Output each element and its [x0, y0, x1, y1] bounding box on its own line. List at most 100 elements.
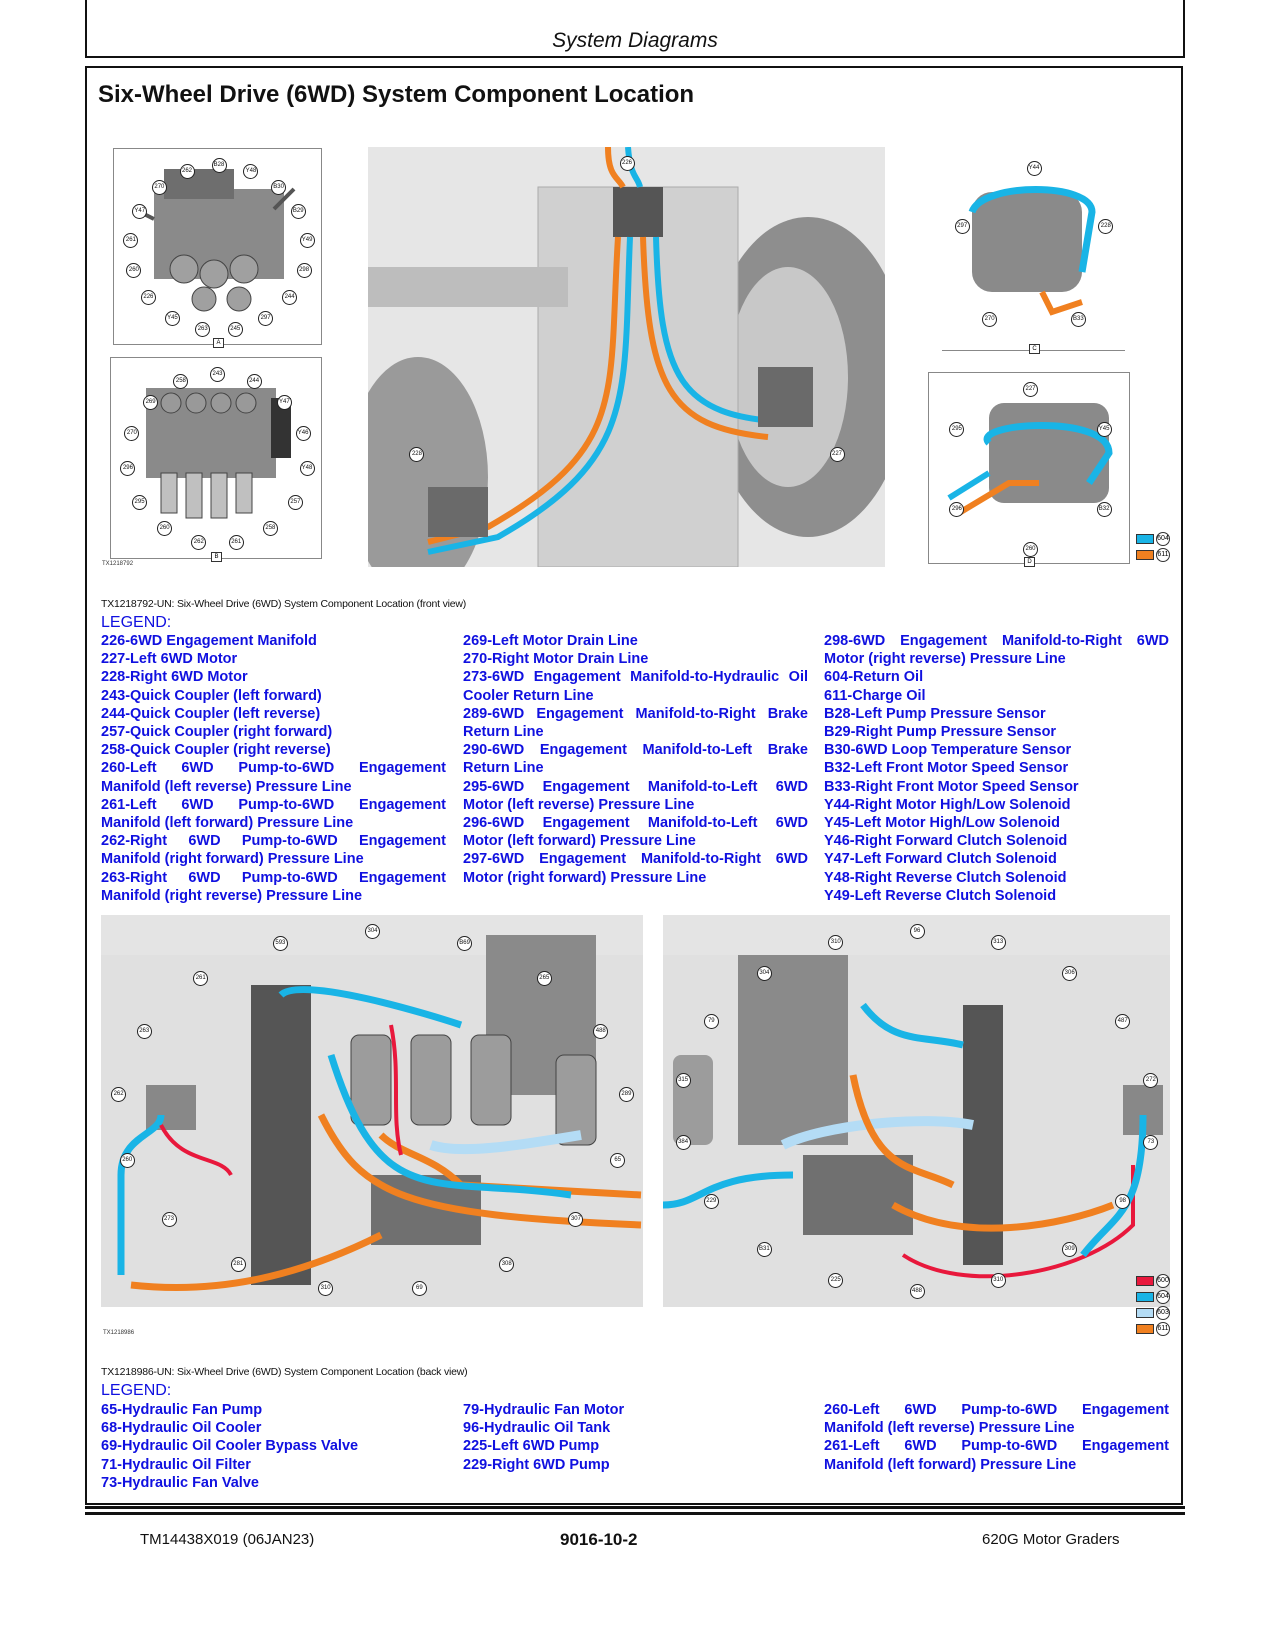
figure-id: TX1218792: [102, 561, 134, 567]
swatch-code: 611: [1156, 548, 1170, 562]
legend-column-3: 260-Left 6WD Pump-to-6WD Engagement Mani…: [824, 1401, 1169, 1474]
legend-item: 71-Hydraulic Oil Filter: [101, 1456, 251, 1473]
figure-label-a: A: [213, 338, 224, 348]
figure-label-c: C: [1029, 344, 1040, 354]
section-title: System Diagrams: [552, 29, 718, 52]
callout-label: 295: [132, 494, 148, 510]
callout-label: 306: [1062, 966, 1078, 982]
callout-label: 262: [111, 1087, 127, 1103]
callout-label: 258: [262, 520, 278, 536]
swatch-code: 600: [1156, 1274, 1170, 1288]
callout-label: 310: [990, 1273, 1006, 1289]
callout-label: 270: [151, 179, 167, 195]
legend-item: 243-Quick Coupler (left forward): [101, 687, 322, 704]
page-title: Six-Wheel Drive (6WD) System Component L…: [98, 81, 695, 108]
legend-item: B32-Left Front Motor Speed Sensor: [824, 760, 1069, 777]
callout-label: 263: [195, 321, 211, 337]
callout-label: 260: [126, 263, 142, 279]
product-name: 620G Motor Graders: [982, 1531, 1120, 1548]
color-swatch: [1136, 550, 1154, 560]
callout-label: 98: [1115, 1194, 1131, 1209]
callout-label: 265: [536, 970, 552, 986]
legend-item: Y45-Left Motor High/Low Solenoid: [824, 815, 1061, 832]
callout-label: 263: [136, 1023, 152, 1039]
callout-label: 228: [1098, 218, 1114, 234]
callout-label: 289: [618, 1087, 634, 1103]
callout-label: 297: [258, 310, 274, 326]
legend-item: 244-Quick Coupler (left reverse): [101, 705, 321, 722]
callout-label: 257: [287, 494, 303, 510]
legend-item: 73-Hydraulic Fan Valve: [101, 1474, 259, 1491]
legend-item: 260-Left 6WD Pump-to-6WD Engagement Mani…: [101, 760, 446, 795]
callout-label: Y45: [164, 310, 180, 326]
legend-item: 227-Left 6WD Motor: [101, 651, 238, 668]
legend-item: Y46-Right Forward Clutch Solenoid: [824, 833, 1068, 850]
callout-label: 229: [703, 1194, 719, 1209]
legend-item: 297-6WD Engagement Manifold-to-Right 6WD…: [463, 851, 808, 886]
color-swatch: [1136, 1308, 1154, 1318]
callout-label: 262: [179, 163, 195, 179]
figure-caption-front: TX1218792-UN: Six-Wheel Drive (6WD) Syst…: [101, 598, 467, 610]
legend-item: Y47-Left Forward Clutch Solenoid: [824, 851, 1057, 868]
callout-label: 281: [230, 1257, 246, 1273]
legend-item: Y49-Left Reverse Clutch Solenoid: [824, 887, 1057, 904]
color-swatch: [1136, 1292, 1154, 1302]
legend-item: 290-6WD Engagement Manifold-to-Left Brak…: [463, 742, 808, 777]
callout-label: 304: [756, 966, 772, 982]
swatch-code: 603: [1156, 1306, 1170, 1320]
callout-label: 297: [954, 218, 970, 234]
callout-label: 227: [1023, 382, 1038, 397]
callout-label: Y49: [299, 232, 315, 248]
callout-label: 73: [1143, 1135, 1159, 1151]
callout-label: Y46: [295, 425, 311, 441]
legend-item: 263-Right 6WD Pump-to-6WD Engagement Man…: [101, 869, 446, 904]
callout-label: 96: [909, 924, 925, 939]
callout-label: B30: [271, 179, 287, 195]
callout-label: 488: [909, 1284, 925, 1299]
callout-label: 261: [228, 535, 244, 551]
callout-label: 261: [123, 232, 139, 248]
footer-rule: [85, 1512, 1185, 1515]
callout-label: 313: [990, 934, 1006, 950]
figure-caption-back: TX1218986-UN: Six-Wheel Drive (6WD) Syst…: [101, 1366, 468, 1378]
callout-label: 296: [120, 460, 136, 476]
legend-item: 273-6WD Engagement Manifold-to-Hydraulic…: [463, 669, 808, 704]
legend-column-3: 298-6WD Engagement Manifold-to-Right 6WD…: [824, 632, 1169, 905]
callout-label: 245: [227, 321, 243, 337]
callout-label: 228: [409, 447, 425, 462]
callout-label: 260: [157, 520, 173, 536]
legend-item: 261-Left 6WD Pump-to-6WD Engagement Mani…: [101, 796, 446, 832]
callout-label: 296: [949, 502, 965, 517]
legend-item: 228-Right 6WD Motor: [101, 669, 248, 686]
swatch-code: 604: [1156, 532, 1170, 546]
callout-label: 310: [318, 1280, 334, 1296]
legend-item: B33-Right Front Motor Speed Sensor: [824, 778, 1079, 795]
callout-label: Y47: [276, 395, 292, 411]
document-id: TM14438X019 (06JAN23): [140, 1531, 315, 1548]
legend-item: 258-Quick Coupler (right reverse): [101, 742, 331, 759]
legend-item: 96-Hydraulic Oil Tank: [463, 1420, 611, 1437]
callout-label: 260: [1023, 542, 1038, 557]
callout-label: 227: [829, 447, 845, 462]
legend-item: 261-Left 6WD Pump-to-6WD Engagement Mani…: [824, 1438, 1169, 1473]
footer-rule: [85, 1506, 1185, 1509]
legend-item: 229-Right 6WD Pump: [463, 1456, 610, 1473]
swatch-code: 611: [1156, 1322, 1170, 1336]
callout-label: B33: [1070, 312, 1086, 328]
callout-label: Y47: [132, 203, 148, 219]
legend-item: 611-Charge Oil: [824, 687, 926, 704]
callout-label: 244: [246, 374, 262, 390]
callout-label: 308: [499, 1257, 515, 1273]
legend-item: B29-Right Pump Pressure Sensor: [824, 724, 1057, 741]
legend-item: 257-Quick Coupler (right forward): [101, 724, 333, 741]
header-frame: [85, 0, 1185, 58]
callout-label: 315: [675, 1072, 691, 1088]
